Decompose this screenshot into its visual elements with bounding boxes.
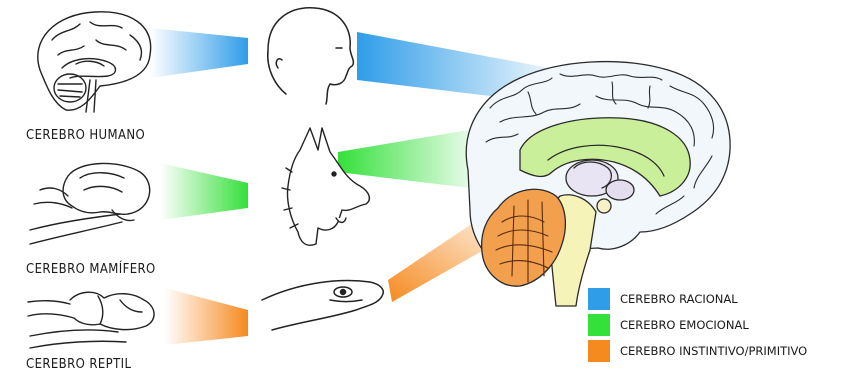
large-brain-cross-section-icon <box>466 62 730 306</box>
mammal-brain-icon <box>30 163 150 244</box>
label-human-brain: CEREBRO HUMANO <box>26 128 145 143</box>
legend-label-emotional: CEREBRO EMOCIONAL <box>620 318 749 332</box>
beam-rational-left <box>150 28 248 78</box>
swatch-emotional <box>588 314 610 336</box>
legend-label-instinctive: CEREBRO INSTINTIVO/PRIMITIVO <box>620 344 807 358</box>
swatch-instinctive <box>588 340 610 362</box>
reptile-head-icon <box>262 281 383 330</box>
label-mammal-brain: CEREBRO MAMÍFERO <box>26 262 156 277</box>
swatch-rational <box>588 288 610 310</box>
reptile-brain-icon <box>28 292 154 348</box>
beam-emotional-left <box>160 163 248 220</box>
label-reptile-brain: CEREBRO REPTIL <box>26 357 131 372</box>
beam-instinctive-left <box>165 288 248 345</box>
human-brain-icon <box>38 12 151 112</box>
dog-head-icon <box>282 128 369 245</box>
legend-label-rational: CEREBRO RACIONAL <box>620 292 738 306</box>
legend-item-emotional: CEREBRO EMOCIONAL <box>588 314 749 336</box>
human-head-icon <box>268 8 354 104</box>
beam-emotional-right <box>338 128 480 188</box>
legend-item-instinctive: CEREBRO INSTINTIVO/PRIMITIVO <box>588 340 807 362</box>
legend-item-rational: CEREBRO RACIONAL <box>588 288 738 310</box>
